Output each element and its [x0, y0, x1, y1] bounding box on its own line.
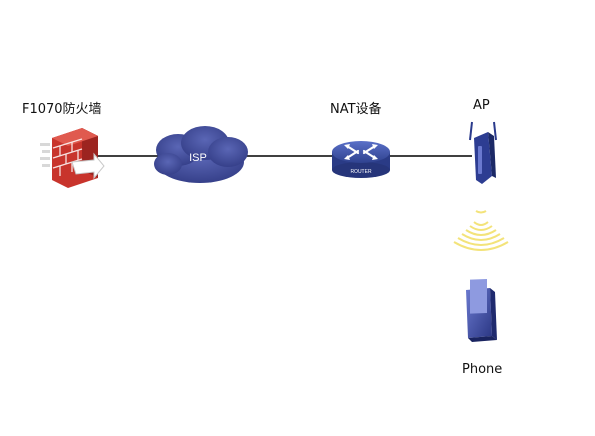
cloud-icon — [154, 126, 248, 183]
isp-label: ISP — [189, 152, 207, 164]
firewall-label: F1070防火墙 — [22, 102, 102, 117]
nat-device-label: NAT设备 — [330, 102, 382, 117]
firewall-icon — [40, 128, 105, 188]
access-point-icon — [469, 121, 497, 184]
wireless-signal-icon — [453, 210, 509, 251]
router-icon — [332, 141, 390, 178]
phone-icon — [466, 278, 497, 342]
ap-label: AP — [473, 98, 490, 113]
phone-label: Phone — [462, 362, 503, 377]
router-badge: ROUTER — [350, 169, 372, 175]
